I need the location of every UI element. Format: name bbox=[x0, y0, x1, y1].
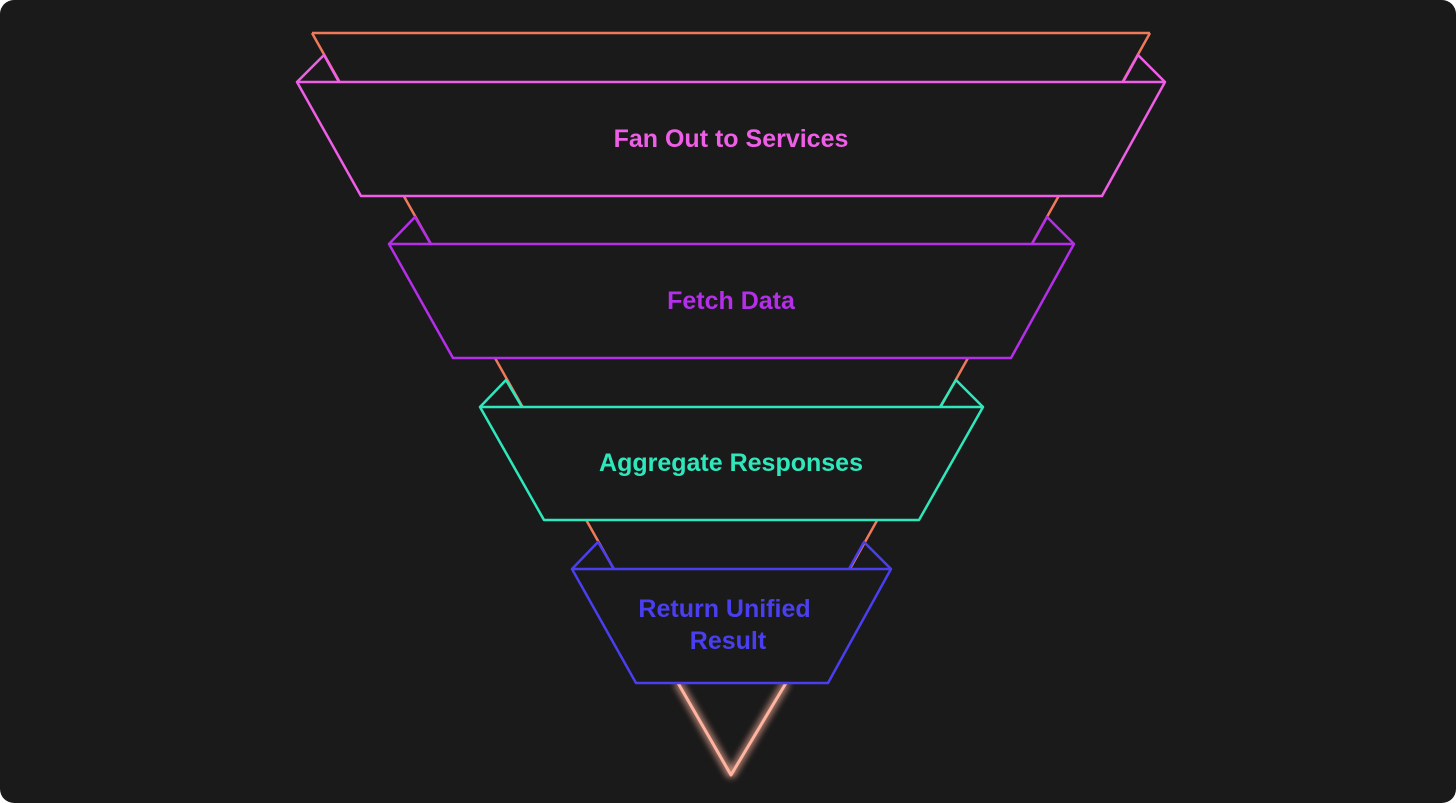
stage-label-line: Result bbox=[690, 627, 767, 655]
stage-left-fold bbox=[296, 53, 341, 83]
stage-label: Return Unified Result bbox=[638, 595, 817, 655]
stage-right-fold bbox=[1030, 215, 1075, 245]
stage-label: Fan Out to Services bbox=[614, 125, 849, 153]
funnel-stage-fetch-data: Fetch Data bbox=[387, 215, 1076, 360]
stage-band bbox=[478, 405, 985, 522]
stage-label-line: Aggregate Responses bbox=[599, 449, 863, 477]
stage-label-line: Return Unified bbox=[638, 595, 810, 623]
stage-left-fold bbox=[571, 540, 616, 570]
funnel-stage-fan-out: Fan Out to Services bbox=[295, 53, 1167, 198]
stage-right-fold bbox=[938, 378, 984, 408]
stage-band bbox=[387, 242, 1076, 360]
stage-left-fold bbox=[388, 215, 433, 245]
funnel-stage-return-result: Return Unified Result bbox=[570, 540, 893, 685]
stage-band bbox=[295, 80, 1167, 198]
stage-label: Aggregate Responses bbox=[599, 449, 863, 477]
stage-band bbox=[570, 567, 893, 685]
funnel-stage-aggregate: Aggregate Responses bbox=[478, 378, 985, 522]
stage-left-fold bbox=[479, 378, 524, 408]
stage-label: Fetch Data bbox=[667, 287, 796, 315]
stage-label-line: Fan Out to Services bbox=[614, 125, 849, 153]
funnel-tip bbox=[676, 681, 788, 777]
stage-right-fold bbox=[1121, 53, 1166, 83]
stage-right-fold bbox=[847, 540, 892, 570]
stage-label-line: Fetch Data bbox=[667, 287, 796, 315]
